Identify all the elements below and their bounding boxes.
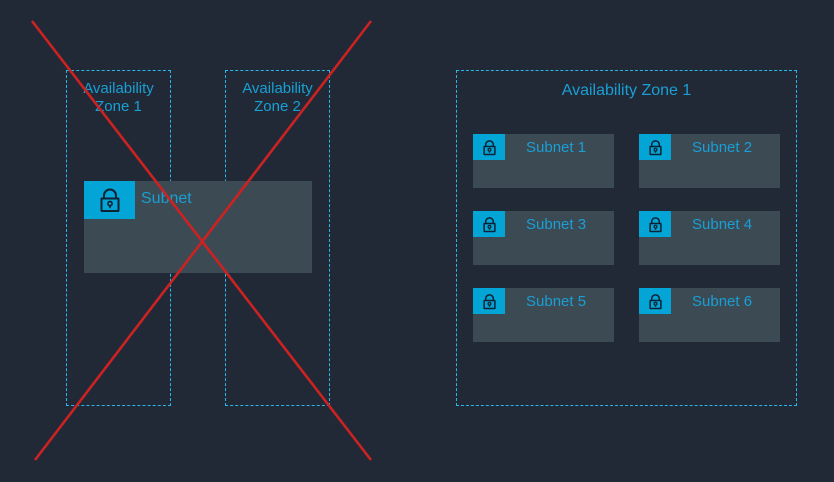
subnet-card-label: Subnet 6 xyxy=(692,293,753,310)
availability-zone-2-label-deprecated: Availability Zone 2 xyxy=(242,80,313,115)
lock-icon xyxy=(473,134,505,160)
subnet-card-label: Subnet 2 xyxy=(692,139,753,156)
availability-zone-1-label-deprecated: Availability Zone 1 xyxy=(83,80,154,115)
subnet-card-label: Subnet 4 xyxy=(692,216,753,233)
lock-icon xyxy=(639,288,671,314)
subnet-card-5: Subnet 5 xyxy=(473,288,614,342)
subnet-card-label: Subnet 5 xyxy=(526,293,587,310)
lock-icon xyxy=(84,181,135,219)
subnet-card-4: Subnet 4 xyxy=(639,211,780,265)
lock-icon xyxy=(473,288,505,314)
lock-icon xyxy=(639,134,671,160)
subnet-card-2: Subnet 2 xyxy=(639,134,780,188)
availability-zone-1-label: Availability Zone 1 xyxy=(561,82,692,99)
subnet-card-label: Subnet 3 xyxy=(526,216,587,233)
lock-icon xyxy=(473,211,505,237)
subnet-card-3: Subnet 3 xyxy=(473,211,614,265)
subnet-card-label: Subnet 1 xyxy=(526,139,587,156)
subnet-card-6: Subnet 6 xyxy=(639,288,780,342)
subnet-card-1: Subnet 1 xyxy=(473,134,614,188)
subnet-card-spanning: Subnet xyxy=(84,181,312,273)
lock-icon xyxy=(639,211,671,237)
subnet-card-label: Subnet xyxy=(141,190,192,207)
availability-zone-1-box xyxy=(456,70,797,406)
